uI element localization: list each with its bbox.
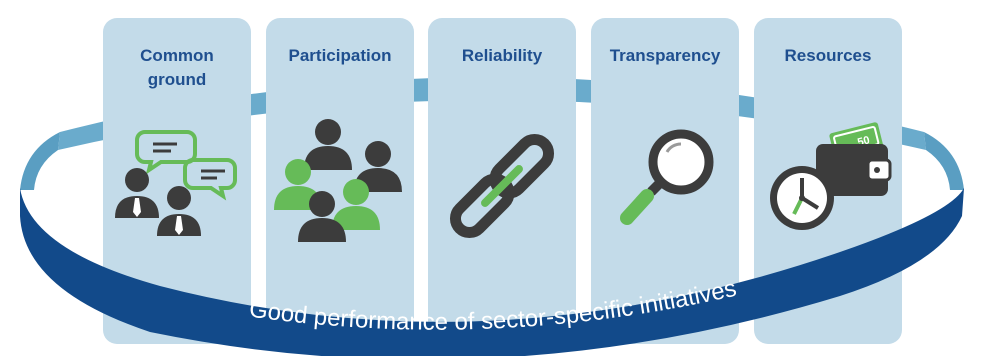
pillar-title-line1: Resources	[784, 46, 872, 65]
pillar-title: Participation	[266, 44, 414, 68]
pillar-common-ground: Common ground	[103, 18, 251, 344]
pillar-reliability: Reliability	[428, 18, 576, 344]
pillar-title: Common ground	[103, 44, 251, 92]
pillar-title: Resources	[754, 44, 902, 68]
pillar-title-line1: Transparency	[609, 46, 721, 65]
pillar-title-line1: Participation	[288, 46, 392, 65]
pillar-resources: Resources 50	[754, 18, 902, 344]
wallet-clock-icon: 50	[770, 122, 892, 230]
chain-link-icon	[449, 133, 555, 239]
pillar-title-line1: Common	[140, 46, 214, 65]
pillar-title: Reliability	[428, 44, 576, 68]
pillar-title-line2: ground	[147, 70, 207, 89]
dialogue-people-icon	[115, 130, 237, 236]
pillar-title-line1: Reliability	[461, 46, 543, 65]
group-people-icon	[274, 119, 402, 242]
pillar-participation: Participation	[266, 18, 414, 344]
pillar-title: Transparency	[591, 44, 739, 68]
pillar-transparency: Transparency	[591, 18, 739, 344]
magnifier-icon	[620, 129, 714, 225]
